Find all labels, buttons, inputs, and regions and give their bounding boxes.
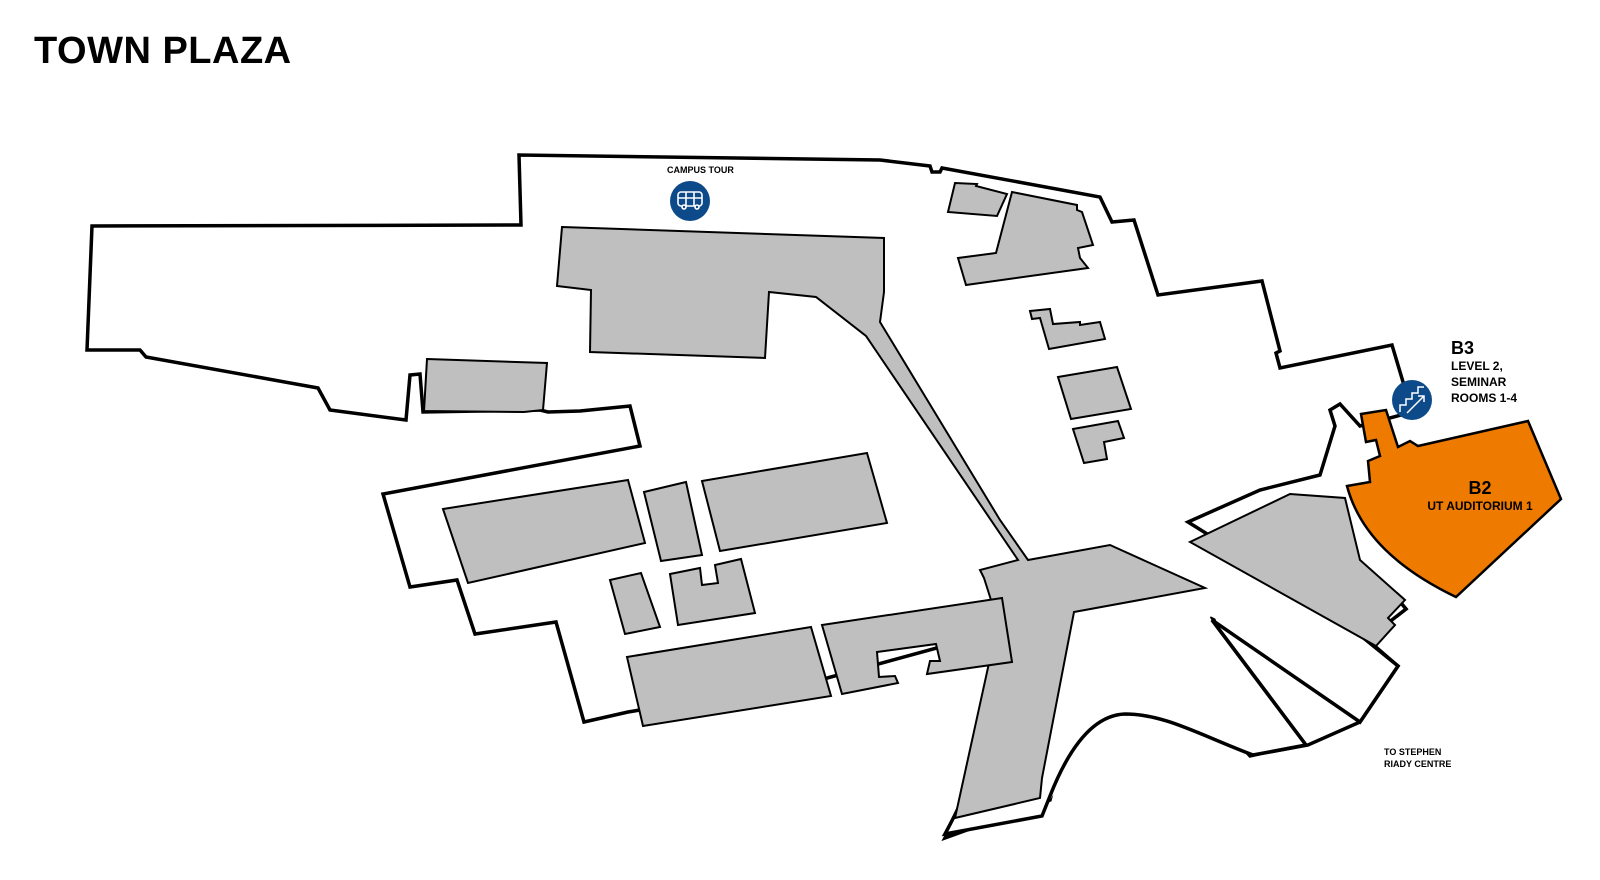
poi-circle	[670, 181, 710, 221]
building	[555, 225, 1209, 820]
building	[608, 571, 662, 636]
b3-line-2: SEMINAR	[1451, 375, 1507, 389]
b2-auditorium-area	[1345, 408, 1563, 599]
campus-tour-label: CAMPUS TOUR	[667, 165, 734, 175]
page-title: TOWN PLAZA	[34, 30, 292, 72]
building	[1028, 307, 1107, 351]
direction-label: TO STEPHEN RIADY CENTRE	[1384, 746, 1451, 770]
building	[1187, 492, 1407, 648]
direction-line-2: RIADY CENTRE	[1384, 759, 1452, 769]
poi-circle	[1392, 380, 1432, 420]
b2-label: B2 UT AUDITORIUM 1	[1400, 478, 1560, 514]
b2-code: B2	[1468, 478, 1492, 498]
b3-line-3: ROOMS 1-4	[1451, 391, 1518, 405]
stairs-up-icon	[1399, 386, 1425, 414]
b3-code: B3	[1451, 338, 1475, 358]
building	[956, 190, 1095, 287]
building	[1056, 365, 1133, 421]
buildings	[422, 181, 1407, 820]
building	[422, 357, 549, 414]
building	[700, 451, 889, 553]
campus-tour-marker[interactable]	[670, 181, 710, 221]
building	[441, 478, 647, 585]
building	[1071, 419, 1126, 465]
b3-line-1: LEVEL 2,	[1451, 359, 1503, 373]
building	[668, 557, 757, 627]
bus-icon	[677, 191, 703, 210]
building	[820, 596, 1014, 696]
b3-label: B3 LEVEL 2, SEMINAR ROOMS 1-4	[1451, 338, 1517, 406]
building	[642, 480, 704, 563]
b2-name: UT AUDITORIUM 1	[1427, 499, 1533, 513]
direction-line-1: TO STEPHEN	[1384, 747, 1442, 757]
building	[625, 625, 833, 728]
building	[946, 181, 1009, 218]
b3-stairs-marker[interactable]	[1392, 380, 1432, 420]
